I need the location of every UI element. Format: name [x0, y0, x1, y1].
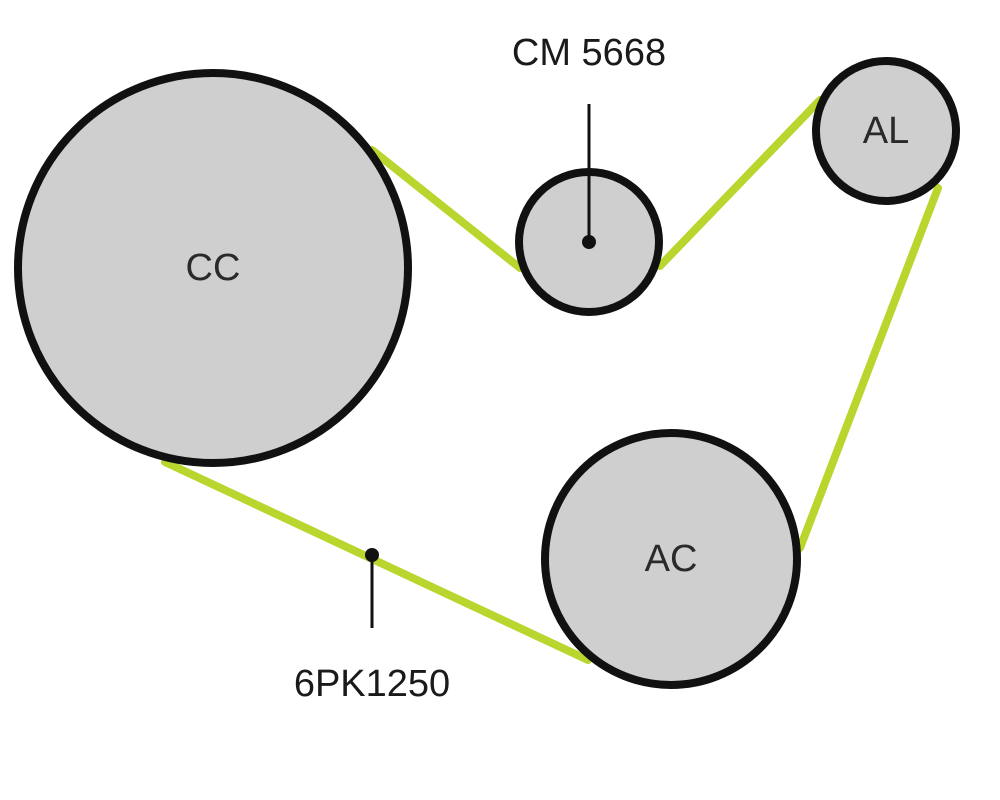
callout-belt-dot	[365, 548, 379, 562]
belt-segment-cm-to-al	[656, 96, 824, 270]
pulley-cc: CC	[14, 69, 412, 467]
callout-tensioner-dot	[582, 235, 596, 249]
belt-segment-ac-to-cc	[161, 458, 592, 664]
belt-segment-cc-to-cm	[368, 146, 524, 272]
pulley-cc-label: CC	[186, 247, 241, 289]
callout-tensioner: CM 5668	[512, 32, 666, 249]
pulley-al-label: AL	[863, 110, 909, 152]
belt-segment-al-to-ac	[796, 184, 942, 552]
pulley-al: AL	[812, 57, 960, 205]
callout-belt: 6PK1250	[294, 548, 450, 705]
pulley-ac-label: AC	[645, 538, 698, 580]
callout-tensioner-label: CM 5668	[512, 32, 666, 74]
pulley-ac: AC	[541, 429, 801, 689]
callout-belt-label: 6PK1250	[294, 663, 450, 705]
